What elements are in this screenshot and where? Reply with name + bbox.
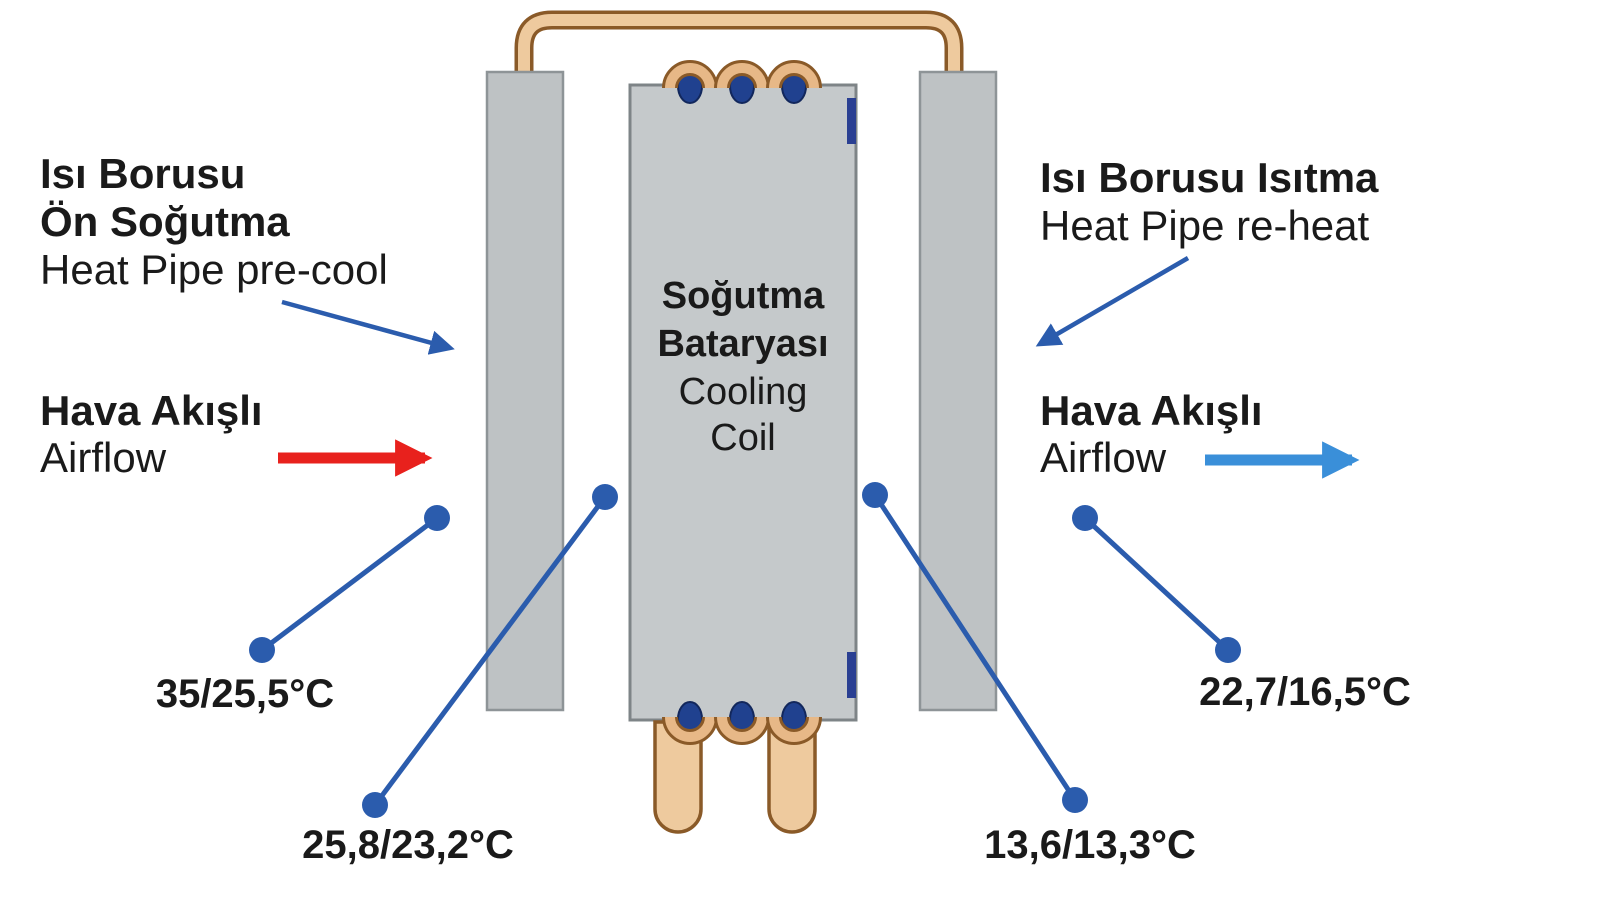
label-right-airflow: Hava Akışlı Airflow: [1040, 387, 1360, 481]
right-heatpipe-label-tr: Isı Borusu Isıtma: [1040, 154, 1379, 201]
left-airflow-label-tr: Hava Akışlı: [40, 387, 263, 434]
heat-pipe-loop: [514, 10, 964, 82]
callout-line-after-coil: [872, 493, 1078, 802]
precool-heat-pipe-column: [485, 70, 565, 712]
label-left-airflow: Hava Akışlı Airflow: [40, 387, 433, 481]
coil-tube-bottom-1: [665, 716, 715, 742]
coil-tube-top-1: [665, 63, 715, 89]
right-airflow-label-tr: Hava Akışlı: [1040, 387, 1263, 434]
inlet-temperature-label: 35/25,5°C: [156, 672, 334, 716]
callout-after-precool-temperature: 25,8/23,2°C: [302, 484, 618, 867]
after-precool-temperature-label: 25,8/23,2°C: [302, 823, 514, 867]
label-left-heatpipe: Isı Borusu Ön Soğutma Heat Pipe pre-cool: [40, 150, 455, 355]
callout-dot-after-precool-top: [592, 484, 618, 510]
cooling-coil-body: [628, 83, 858, 722]
reheat-heat-pipe-column: [918, 70, 998, 712]
callout-dot-after-precool-bottom: [362, 792, 388, 818]
left-heatpipe-label-en: Heat Pipe pre-cool: [40, 246, 388, 293]
callout-line-after-precool: [372, 495, 608, 807]
right-heatpipe-pointer-arrow: [1035, 256, 1190, 347]
coil-label-en-line1: Cooling: [679, 371, 808, 413]
coil-accent-top: [847, 98, 856, 144]
callout-outlet-temperature: 22,7/16,5°C: [1072, 505, 1411, 714]
callout-line-inlet: [260, 516, 439, 652]
left-airflow-label-en: Airflow: [40, 434, 167, 481]
after-coil-temperature-label: 13,6/13,3°C: [984, 823, 1196, 867]
right-airflow-label-en: Airflow: [1040, 434, 1167, 481]
coil-drain-pipe-left: [653, 720, 703, 834]
right-heatpipe-label-en: Heat Pipe re-heat: [1040, 202, 1370, 249]
coil-label-tr-line1: Soğutma: [662, 275, 825, 317]
outlet-temperature-label: 22,7/16,5°C: [1199, 670, 1411, 714]
left-heatpipe-label-tr-line2: Ön Soğutma: [40, 198, 290, 245]
left-heatpipe-pointer-arrow: [281, 299, 455, 355]
left-heatpipe-label-tr-line1: Isı Borusu: [40, 150, 245, 197]
callout-dot-inlet-bottom: [249, 637, 275, 663]
callout-dot-after-coil-top: [862, 482, 888, 508]
callout-dot-outlet-bottom: [1215, 637, 1241, 663]
callout-dot-after-coil-bottom: [1062, 787, 1088, 813]
cooling-coil: Soğutma Bataryası Cooling Coil: [628, 83, 858, 722]
callout-line-outlet: [1083, 516, 1230, 652]
coil-accent-bottom: [847, 652, 856, 698]
coil-top-tubes: [662, 60, 822, 104]
heat-pipe-loop-tube: [518, 14, 960, 82]
coil-drain-pipe-right: [767, 720, 817, 834]
label-right-heatpipe: Isı Borusu Isıtma Heat Pipe re-heat: [1035, 154, 1379, 347]
coil-tube-top-2: [717, 63, 767, 89]
callout-after-coil-temperature: 13,6/13,3°C: [862, 482, 1196, 867]
coil-tube-bottom-3: [769, 716, 819, 742]
callout-dot-outlet-top: [1072, 505, 1098, 531]
coil-tube-top-3: [769, 63, 819, 89]
coil-tube-bottom-2: [717, 716, 767, 742]
coil-label-en-line2: Coil: [710, 417, 775, 459]
callout-inlet-temperature: 35/25,5°C: [156, 505, 450, 716]
coil-label-tr-line2: Bataryası: [657, 323, 828, 365]
callout-dot-inlet-top: [424, 505, 450, 531]
coil-bottom-pipes: [653, 701, 822, 834]
